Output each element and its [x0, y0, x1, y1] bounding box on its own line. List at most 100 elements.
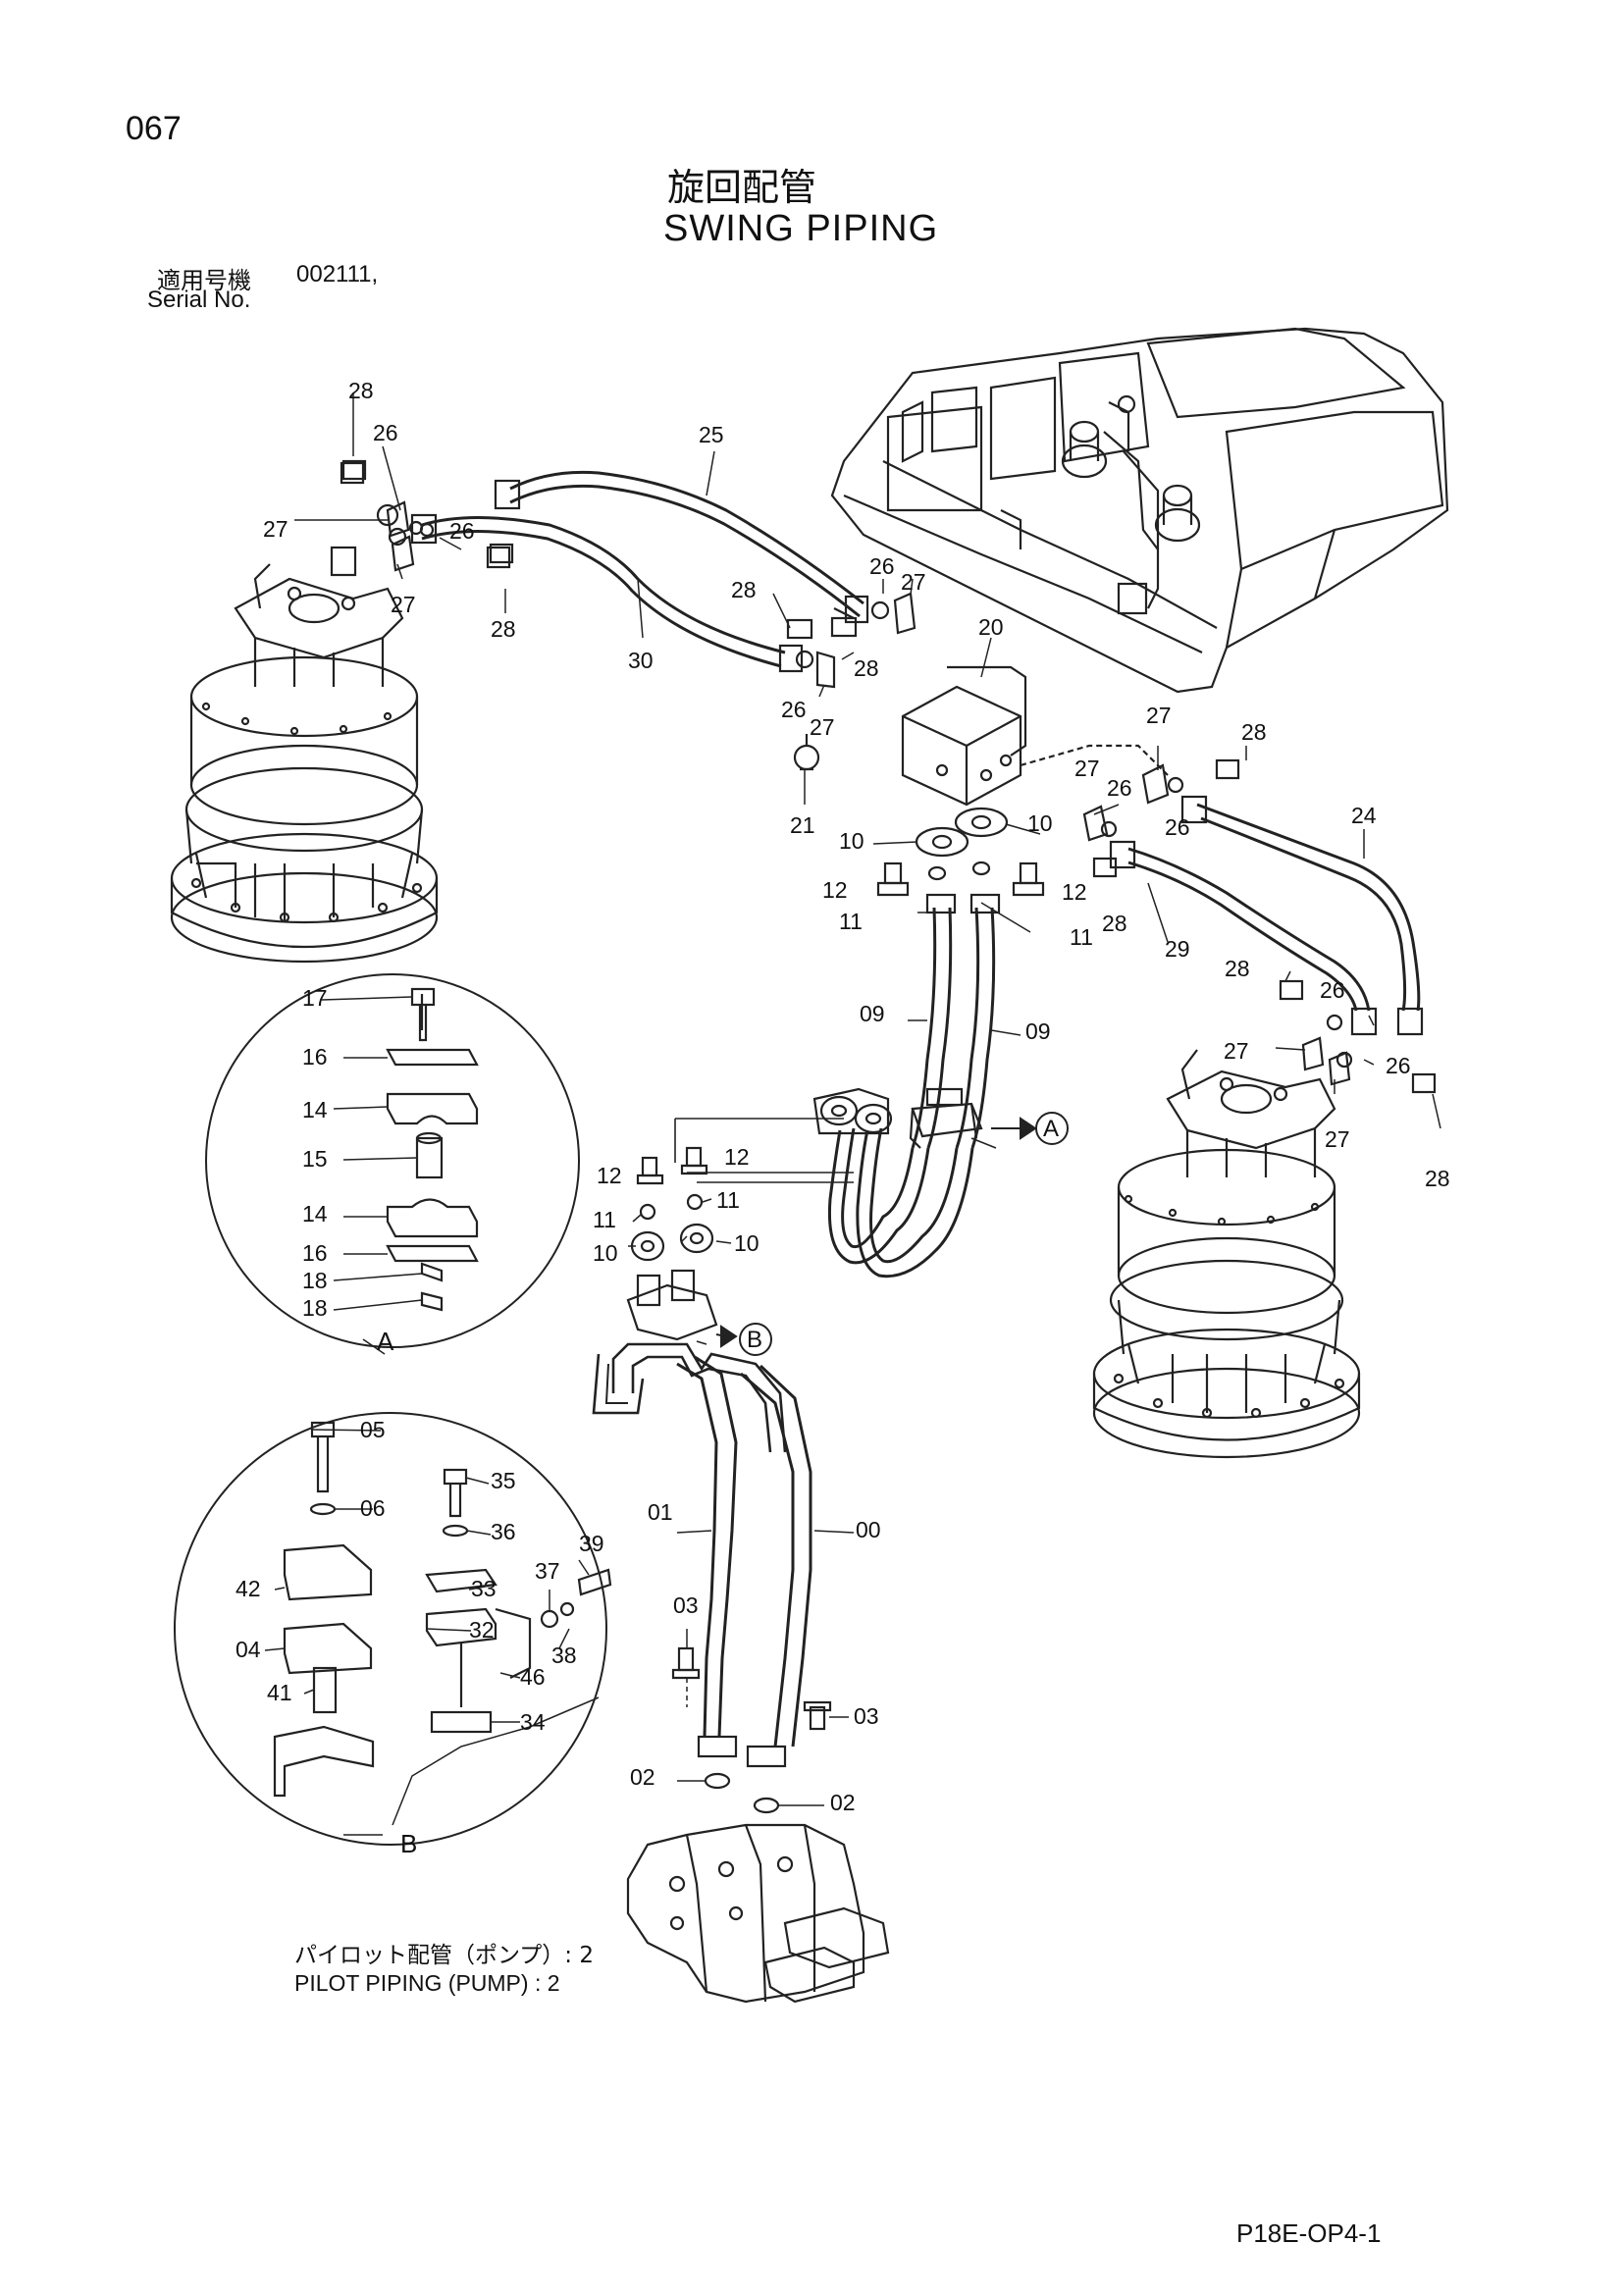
page-code: P18E-OP4-1 — [1236, 2218, 1382, 2248]
page-number: 067 — [126, 110, 182, 147]
part-label-10: 10 — [839, 828, 864, 854]
callout-a-letter: A — [1043, 1116, 1060, 1142]
detail-a-label-16: 16 — [302, 1240, 328, 1266]
part-label-27: 27 — [1224, 1038, 1249, 1064]
part-label-10: 10 — [734, 1230, 759, 1256]
part-label-20: 20 — [978, 614, 1004, 640]
part-label-27: 27 — [391, 592, 416, 617]
part-label-24: 24 — [1351, 803, 1377, 828]
hoses-09 — [827, 893, 1001, 1278]
part-label-26: 26 — [1165, 814, 1190, 840]
clamp-a — [909, 1087, 983, 1149]
serial-label-japanese: 適用号機 — [157, 267, 251, 294]
part-label-27: 27 — [1146, 703, 1172, 728]
detail-b-label-06: 06 — [360, 1495, 386, 1521]
callout-b-marker — [715, 1323, 772, 1356]
control-valve — [626, 1823, 890, 2004]
part-label-11: 11 — [593, 1207, 616, 1232]
part-label-27: 27 — [263, 516, 288, 542]
part-label-27: 27 — [1325, 1126, 1350, 1152]
part-label-28: 28 — [1102, 911, 1127, 936]
detail-a-label-16: 16 — [302, 1044, 328, 1070]
callout-a-marker — [991, 1112, 1069, 1145]
part-label-28: 28 — [1425, 1166, 1450, 1191]
hose-25 — [509, 470, 864, 618]
part-label-28: 28 — [1241, 719, 1267, 745]
part-label-02: 02 — [830, 1790, 856, 1815]
swing-motor-right — [1092, 1049, 1361, 1459]
pilot-note-english: PILOT PIPING (PUMP) : 2 — [294, 1970, 560, 1996]
swing-motor-left — [170, 546, 439, 964]
detail-b-label: B — [400, 1829, 418, 1858]
detail-b-label-42: 42 — [236, 1576, 261, 1601]
detail-b-label-41: 41 — [267, 1680, 292, 1705]
part-label-11: 11 — [716, 1187, 740, 1213]
elbow-fittings — [812, 1087, 893, 1135]
detail-a-label-14: 14 — [302, 1097, 328, 1122]
detail-circle-b — [174, 1412, 612, 1846]
fittings-mid-left — [630, 1146, 714, 1262]
detail-a-label-14: 14 — [302, 1201, 328, 1226]
part-label-12: 12 — [597, 1163, 622, 1188]
detail-b-label-35: 35 — [491, 1468, 516, 1493]
part-label-12: 12 — [1062, 879, 1087, 905]
detail-b-label-39: 39 — [579, 1531, 604, 1556]
part-label-00: 00 — [856, 1517, 881, 1542]
part-label-28: 28 — [731, 577, 757, 602]
part-label-01: 01 — [648, 1499, 673, 1525]
part-label-28: 28 — [854, 655, 879, 681]
leader-lines — [264, 392, 1441, 1836]
part-label-26: 26 — [449, 518, 475, 544]
part-label-10: 10 — [593, 1240, 618, 1266]
detail-a-label-18: 18 — [302, 1295, 328, 1321]
detail-a-label-18: 18 — [302, 1268, 328, 1293]
part-label-02: 02 — [630, 1764, 655, 1790]
title-english: SWING PIPING — [663, 208, 939, 249]
detail-b-label-05: 05 — [360, 1417, 386, 1442]
part-label-26: 26 — [1320, 977, 1345, 1003]
serial-value: 002111, — [296, 261, 379, 287]
detail-b-label-46: 46 — [520, 1664, 546, 1690]
part-label-12: 12 — [724, 1144, 750, 1170]
part-label-27: 27 — [901, 569, 926, 595]
detail-circle-a — [205, 973, 580, 1348]
pipes-00-01 — [592, 1269, 832, 1814]
hoses-24-29 — [1109, 795, 1424, 1036]
part-label-12: 12 — [822, 877, 848, 903]
callout-b-letter: B — [747, 1327, 763, 1353]
part-label-11: 11 — [1070, 924, 1093, 950]
part-label-09: 09 — [1025, 1018, 1051, 1044]
part-label-27: 27 — [810, 714, 835, 740]
part-label-21: 21 — [790, 812, 815, 838]
detail-b-label-32: 32 — [469, 1617, 495, 1643]
part-label-10: 10 — [1027, 810, 1053, 836]
detail-b-label-34: 34 — [520, 1709, 546, 1735]
serial-label-english: Serial No. — [147, 287, 251, 313]
part-label-03: 03 — [673, 1592, 699, 1618]
detail-b-label-37: 37 — [535, 1558, 560, 1584]
detail-b-label-36: 36 — [491, 1519, 516, 1544]
part-label-27: 27 — [1074, 756, 1100, 781]
part-label-28: 28 — [491, 616, 516, 642]
swing-block-20 — [793, 665, 1169, 807]
part-label-03: 03 — [854, 1703, 879, 1729]
hose-30 — [421, 516, 786, 668]
detail-b-label-38: 38 — [551, 1643, 577, 1668]
detail-a-label-15: 15 — [302, 1146, 328, 1172]
part-label-26: 26 — [869, 553, 895, 579]
flanges-upper — [876, 807, 1045, 897]
part-label-25: 25 — [699, 422, 724, 447]
title-japanese: 旋回配管 — [667, 166, 817, 209]
part-label-09: 09 — [860, 1001, 885, 1026]
machine-upper-structure — [830, 327, 1449, 694]
part-label-28: 28 — [348, 378, 374, 403]
leader-lines-middle — [674, 1118, 854, 1183]
detail-b-label-33: 33 — [471, 1576, 497, 1601]
pilot-note-japanese: パイロット配管（ポンプ）: 2 — [294, 1943, 595, 1968]
fittings-upper-left — [340, 461, 521, 569]
fittings-middle — [778, 592, 916, 689]
fittings-right-upper — [1082, 758, 1240, 878]
part-label-29: 29 — [1165, 936, 1190, 962]
detail-b-label-04: 04 — [236, 1637, 261, 1662]
